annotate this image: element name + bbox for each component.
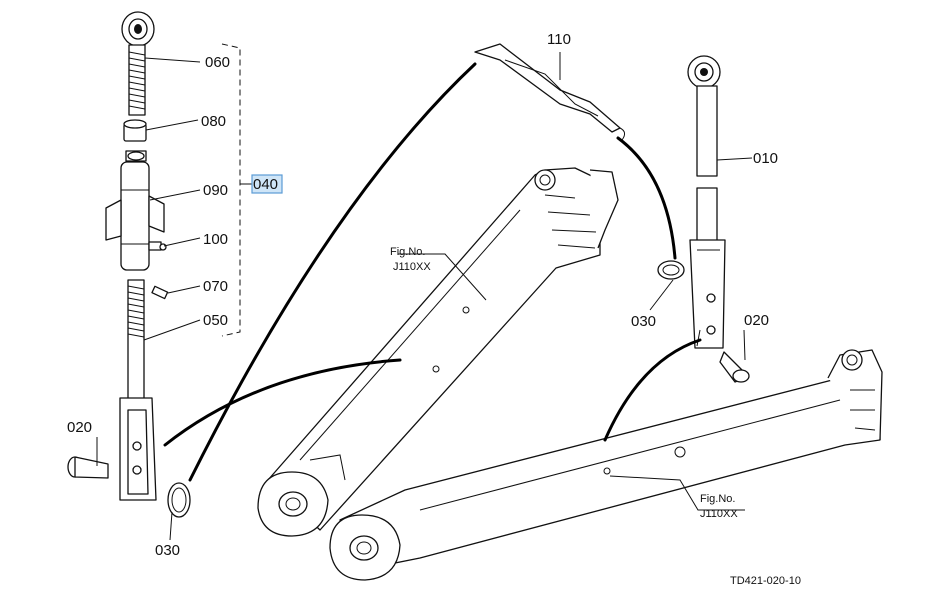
- callout-010: 010: [753, 150, 778, 167]
- callout-070: 070: [203, 278, 228, 295]
- callout-100: 100: [203, 231, 228, 248]
- callout-110: 110: [547, 31, 571, 48]
- top-link-assembly: [67, 11, 252, 541]
- part-020-pin-left[interactable]: [67, 456, 109, 479]
- figref-lower-number[interactable]: J110XX: [700, 508, 738, 520]
- callout-090: 090: [203, 182, 228, 199]
- assembly-arrows: [163, 62, 702, 482]
- callout-020-left: 020: [67, 419, 92, 436]
- part-110-spring-bracket[interactable]: [474, 43, 626, 141]
- part-030-snap-ring-right[interactable]: [657, 260, 685, 280]
- part-030-snap-ring-left[interactable]: [167, 482, 191, 518]
- callout-080: 080: [201, 113, 226, 130]
- part-100-fitting[interactable]: [148, 241, 167, 251]
- callout-020-right: 020: [744, 312, 769, 329]
- part-020-pin-right[interactable]: [719, 351, 750, 383]
- callout-040-highlight: [251, 174, 283, 194]
- callout-060: 060: [205, 54, 230, 71]
- part-050-shaft[interactable]: [119, 279, 157, 501]
- part-010-lift-rod[interactable]: [687, 55, 726, 349]
- part-070-pin[interactable]: [151, 285, 169, 300]
- figref-upper-number[interactable]: J110XX: [393, 261, 431, 273]
- part-060-ball-joint[interactable]: [121, 11, 155, 116]
- drawing-code: TD421-020-10: [730, 575, 801, 587]
- callout-050: 050: [203, 312, 228, 329]
- lower-link-upper[interactable]: [257, 167, 619, 537]
- callout-030-left: 030: [155, 542, 180, 559]
- part-090-body[interactable]: [105, 150, 165, 271]
- callout-030-right: 030: [631, 313, 656, 330]
- lower-link-lower[interactable]: [329, 349, 883, 581]
- part-080-nut[interactable]: [123, 119, 147, 142]
- callout-040[interactable]: 040: [253, 176, 278, 193]
- figref-upper-label: Fig.No.: [390, 246, 425, 258]
- figref-lower-label: Fig.No.: [700, 493, 735, 505]
- lift-rod-assembly: [474, 43, 753, 383]
